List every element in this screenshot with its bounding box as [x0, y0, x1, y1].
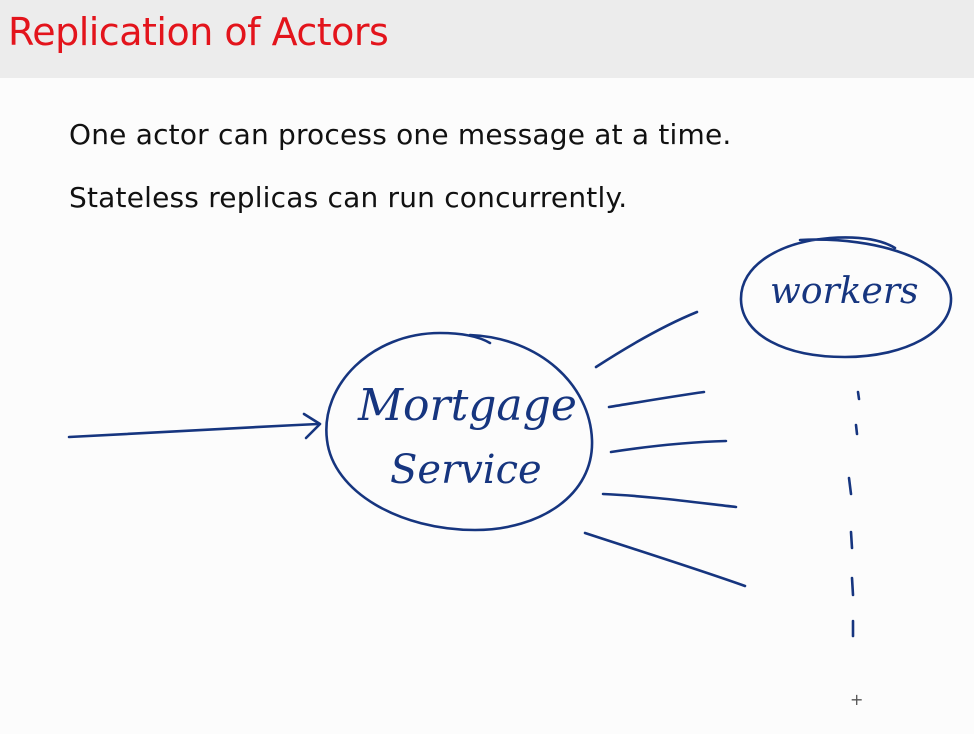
ellipsis-mark-4	[849, 530, 854, 550]
title-bar	[0, 0, 974, 78]
worker-line-3	[609, 439, 728, 454]
ellipsis-mark-2	[854, 423, 859, 436]
slide-title: Replication of Actors	[8, 10, 389, 54]
ellipsis-mark-5	[850, 576, 855, 597]
plus-icon[interactable]: +	[850, 690, 864, 709]
worker-line-5	[583, 531, 747, 588]
body-line-1: One actor can process one message at a t…	[69, 118, 732, 151]
incoming-arrow-line	[67, 422, 320, 439]
mortgage-service-ellipse	[325, 331, 594, 532]
workers-label: workers	[770, 271, 919, 312]
worker-line-2	[607, 390, 706, 409]
worker-line-1	[594, 310, 699, 369]
ellipsis-mark-3	[847, 476, 853, 496]
service-label-line2: Service	[390, 447, 542, 493]
incoming-arrow-head	[302, 412, 322, 440]
body-line-2: Stateless replicas can run concurrently.	[69, 181, 628, 214]
workers-ellipse	[739, 236, 953, 359]
ellipsis-mark-1	[856, 390, 861, 401]
service-label-line1: Mortgage	[357, 380, 577, 431]
worker-line-4	[601, 492, 738, 509]
